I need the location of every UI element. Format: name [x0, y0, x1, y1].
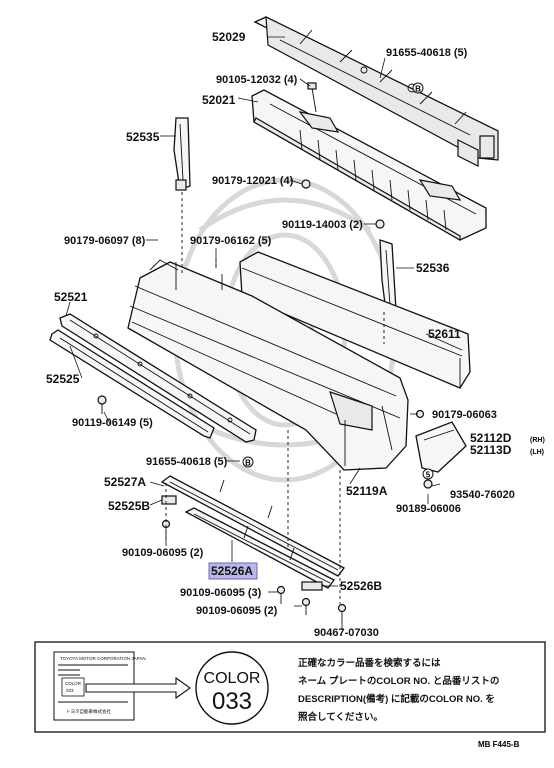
- label-90467[interactable]: 90467-07030: [314, 627, 379, 639]
- ref-marker-5-text: 5: [426, 471, 431, 480]
- label-52029[interactable]: 52029: [212, 30, 246, 44]
- ref-marker-b-bottom: B: [242, 456, 254, 468]
- color-note-box: TOYOTA MOTOR CORPORATION JAPAN COLOR 033…: [34, 641, 546, 733]
- note-line-2: ネーム プレートのCOLOR NO. と品番リストの: [298, 675, 499, 687]
- highlight-52526a: [208, 562, 258, 580]
- label-52112d-side: (RH): [530, 437, 545, 444]
- footer-code: MB F445-B: [478, 740, 520, 749]
- ref-marker-b-text: B: [415, 85, 421, 94]
- nut-90179-icon: [301, 179, 311, 189]
- part-52119a-bumper[interactable]: [127, 259, 409, 471]
- part-labels: 52029 91655-40618 (5) 90105-12032 (4) 52…: [46, 30, 545, 639]
- plate-color-word: COLOR: [65, 681, 82, 686]
- label-52021[interactable]: 52021: [202, 93, 236, 107]
- color-word: COLOR: [204, 670, 261, 687]
- label-90119-14003[interactable]: 90119-14003 (2): [282, 219, 363, 231]
- bolt-90109-icons: [161, 519, 347, 624]
- bolt-90119-06149-icon: [97, 395, 107, 414]
- label-91655-top[interactable]: 91655-40618 (5): [386, 47, 468, 59]
- label-52526a[interactable]: 52526A: [211, 564, 253, 578]
- part-52525b-bracket[interactable]: [161, 495, 177, 505]
- label-90179-06097[interactable]: 90179-06097 (8): [64, 235, 146, 247]
- label-52526b[interactable]: 52526B: [340, 579, 382, 593]
- label-52525[interactable]: 52525: [46, 372, 80, 386]
- part-52525-retainer[interactable]: [49, 329, 215, 439]
- note-line-1: 正確なカラー品番を検索するには: [298, 657, 441, 669]
- plate-footer: トヨタ自動車株式会社: [66, 708, 111, 715]
- part-52526a-reinforcement[interactable]: [184, 507, 335, 589]
- label-52112d[interactable]: 52112D: [470, 431, 512, 445]
- arrow-right-icon: [85, 676, 191, 700]
- color-number: 033: [212, 688, 252, 715]
- label-90109-b[interactable]: 90109-06095 (3): [180, 587, 262, 599]
- label-90179-12021[interactable]: 90179-12021 (4): [212, 175, 294, 187]
- label-90189[interactable]: 90189-06006: [396, 503, 461, 515]
- part-52521-lower-cover[interactable]: [59, 313, 257, 443]
- color-badge: COLOR 033: [195, 651, 269, 725]
- label-52113d[interactable]: 52113D: [470, 443, 512, 457]
- part-52535-bracket[interactable]: [173, 117, 191, 191]
- nut-90189-icon: [423, 479, 433, 489]
- label-90105[interactable]: 90105-12032 (4): [216, 74, 298, 86]
- color-note-text: 正確なカラー品番を検索するには ネーム プレートのCOLOR NO. と品番リス…: [298, 657, 499, 723]
- label-93540[interactable]: 93540-76020: [450, 489, 515, 501]
- label-52113d-side: (LH): [530, 449, 544, 456]
- label-91655-bottom[interactable]: 91655-40618 (5): [146, 456, 228, 468]
- label-52119a[interactable]: 52119A: [346, 484, 388, 498]
- label-52535[interactable]: 52535: [126, 130, 160, 144]
- part-52526b-bracket[interactable]: [301, 581, 323, 591]
- bolt-90105-icon: [307, 82, 317, 113]
- label-52525b[interactable]: 52525B: [108, 499, 150, 513]
- plate-header: TOYOTA MOTOR CORPORATION JAPAN: [60, 656, 146, 661]
- part-52527a-reinforcement[interactable]: [160, 475, 345, 577]
- part-52029-reinforcement[interactable]: [253, 16, 499, 161]
- ref-marker-b-top: B: [412, 82, 424, 94]
- label-90109-c[interactable]: 90109-06095 (2): [196, 605, 278, 617]
- label-52521[interactable]: 52521: [54, 290, 88, 304]
- ref-marker-b-text: B: [245, 459, 251, 468]
- bolt-90119-icon: [375, 219, 385, 229]
- part-52021-energy-absorber[interactable]: [251, 89, 487, 242]
- label-90179-06162[interactable]: 90179-06162 (5): [190, 235, 272, 247]
- label-90179-06063[interactable]: 90179-06063: [432, 409, 497, 421]
- leader-lines: [65, 36, 463, 630]
- note-line-4: 照合してください。: [298, 711, 383, 723]
- ref-marker-5: 5: [422, 468, 434, 480]
- part-52112d-extension[interactable]: [415, 421, 467, 473]
- note-line-3: DESCRIPTION(備考) に記載のCOLOR NO. を: [298, 693, 495, 705]
- plate-color-number: 033: [66, 688, 74, 693]
- label-90109-a[interactable]: 90109-06095 (2): [122, 547, 204, 559]
- label-52527a[interactable]: 52527A: [104, 475, 146, 489]
- label-52536[interactable]: 52536: [416, 261, 450, 275]
- label-52611[interactable]: 52611: [428, 327, 461, 341]
- label-90119-06149[interactable]: 90119-06149 (5): [72, 417, 153, 429]
